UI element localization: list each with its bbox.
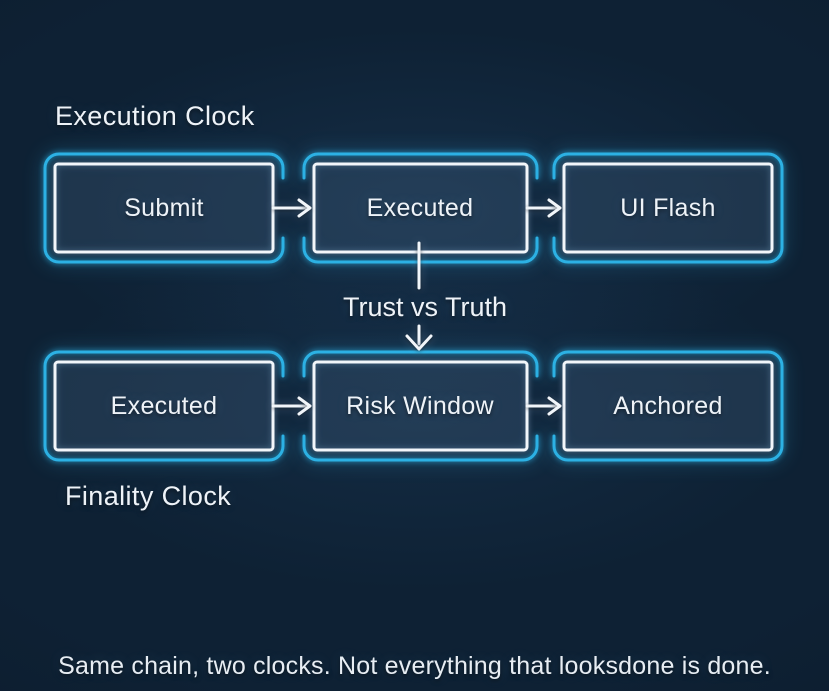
risk-window-box-neon-frame-lower [302, 434, 539, 462]
arrow-executed-to-risk-window [271, 396, 312, 416]
arrow-executed-to-risk-window-vertical [405, 241, 433, 351]
anchored-box-label: Anchored [613, 391, 723, 420]
submit-box-neon-frame [43, 152, 285, 264]
arrow-submit-to-executed [271, 198, 312, 218]
ui-flash-box-inner-border [562, 162, 774, 254]
ui-flash-box-label: UI Flash [620, 193, 716, 222]
executed-bottom-box-neon-frame [43, 350, 285, 462]
submit-box-label: Submit [124, 193, 204, 222]
risk-window-box-neon-frame-upper [302, 350, 539, 378]
ui-flash-box-neon-frame [552, 152, 784, 264]
trust-vs-truth-label: Trust vs Truth [342, 292, 508, 322]
executed-top-box-label: Executed [366, 193, 474, 222]
anchored-box-inner-border [562, 360, 774, 452]
execution-clock-title: Execution Clock [55, 101, 255, 131]
caption-text: Same chain, two clocks. Not everything t… [58, 652, 771, 680]
anchored-box-neon-frame [552, 350, 784, 462]
executed-bottom-box-label: Executed [110, 391, 218, 420]
risk-window-box-label: Risk Window [346, 391, 494, 420]
finality-clock-title: Finality Clock [65, 481, 232, 511]
arrow-risk-window-to-anchored [525, 396, 562, 416]
executed-top-box-neon-frame-upper [302, 152, 539, 180]
arrow-executed-to-ui-flash [525, 198, 562, 218]
